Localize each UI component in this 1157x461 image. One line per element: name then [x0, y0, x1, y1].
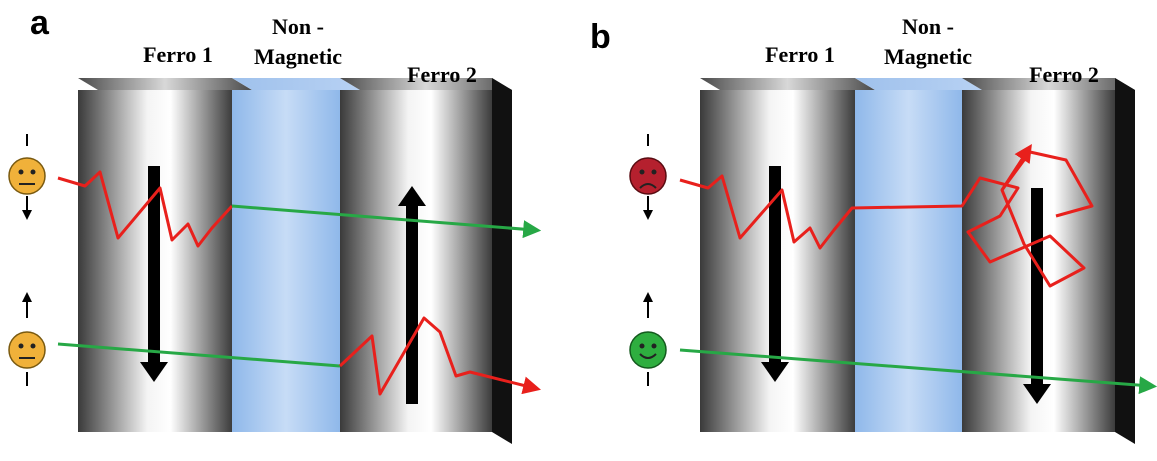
electron-path-scattered	[57, 170, 234, 248]
nonmagnetic-layer	[232, 90, 340, 432]
ferro1-top-face	[78, 78, 252, 90]
panel-letter: a	[30, 4, 50, 42]
nonmagnetic-top-face	[232, 78, 360, 90]
panel-letter: b	[590, 18, 611, 56]
ferro1-label: Ferro 1	[765, 42, 835, 67]
ferro2-magnetization-arrow	[398, 186, 426, 404]
panel-a: a Ferro 1 Non - Magnetic Ferro 2	[8, 4, 542, 444]
electron-spin-up	[629, 292, 667, 386]
electron-path-transmitted	[231, 204, 542, 239]
electron-spin-up	[8, 292, 46, 386]
nonmagnetic-top-face	[855, 78, 982, 90]
nonmagnetic-label-line2: Magnetic	[884, 44, 972, 69]
nonmagnetic-label-line1: Non -	[272, 14, 324, 39]
block-side-face	[1115, 78, 1135, 444]
nonmagnetic-layer	[855, 90, 962, 432]
electron-spin-down	[8, 134, 46, 220]
nonmagnetic-label-line2: Magnetic	[254, 44, 342, 69]
neutral-face-icon	[8, 157, 46, 195]
ferro1-magnetization-arrow	[761, 166, 789, 382]
ferro2-top-face	[340, 78, 512, 90]
ferro2-label: Ferro 2	[407, 62, 477, 87]
block-side-face	[492, 78, 512, 444]
electron-path-scattered	[338, 316, 541, 396]
ferro1-top-face	[700, 78, 875, 90]
ferro2-top-face	[962, 78, 1135, 90]
sad-face-icon	[629, 157, 667, 195]
ferro1-label: Ferro 1	[143, 42, 213, 67]
happy-face-icon	[629, 331, 667, 369]
panel-b: b Ferro 1 Non - Magnetic Ferro 2	[590, 14, 1157, 444]
neutral-face-icon	[8, 331, 46, 369]
electron-path-transmitted	[57, 342, 341, 368]
electron-path-transmitted	[679, 348, 1157, 395]
ferro2-label: Ferro 2	[1029, 62, 1099, 87]
ferro2-magnetization-arrow	[1023, 188, 1051, 404]
electron-path-scattered	[1000, 143, 1032, 191]
electron-spin-down	[629, 134, 667, 220]
nonmagnetic-label-line1: Non -	[902, 14, 954, 39]
ferro1-magnetization-arrow	[140, 166, 168, 382]
